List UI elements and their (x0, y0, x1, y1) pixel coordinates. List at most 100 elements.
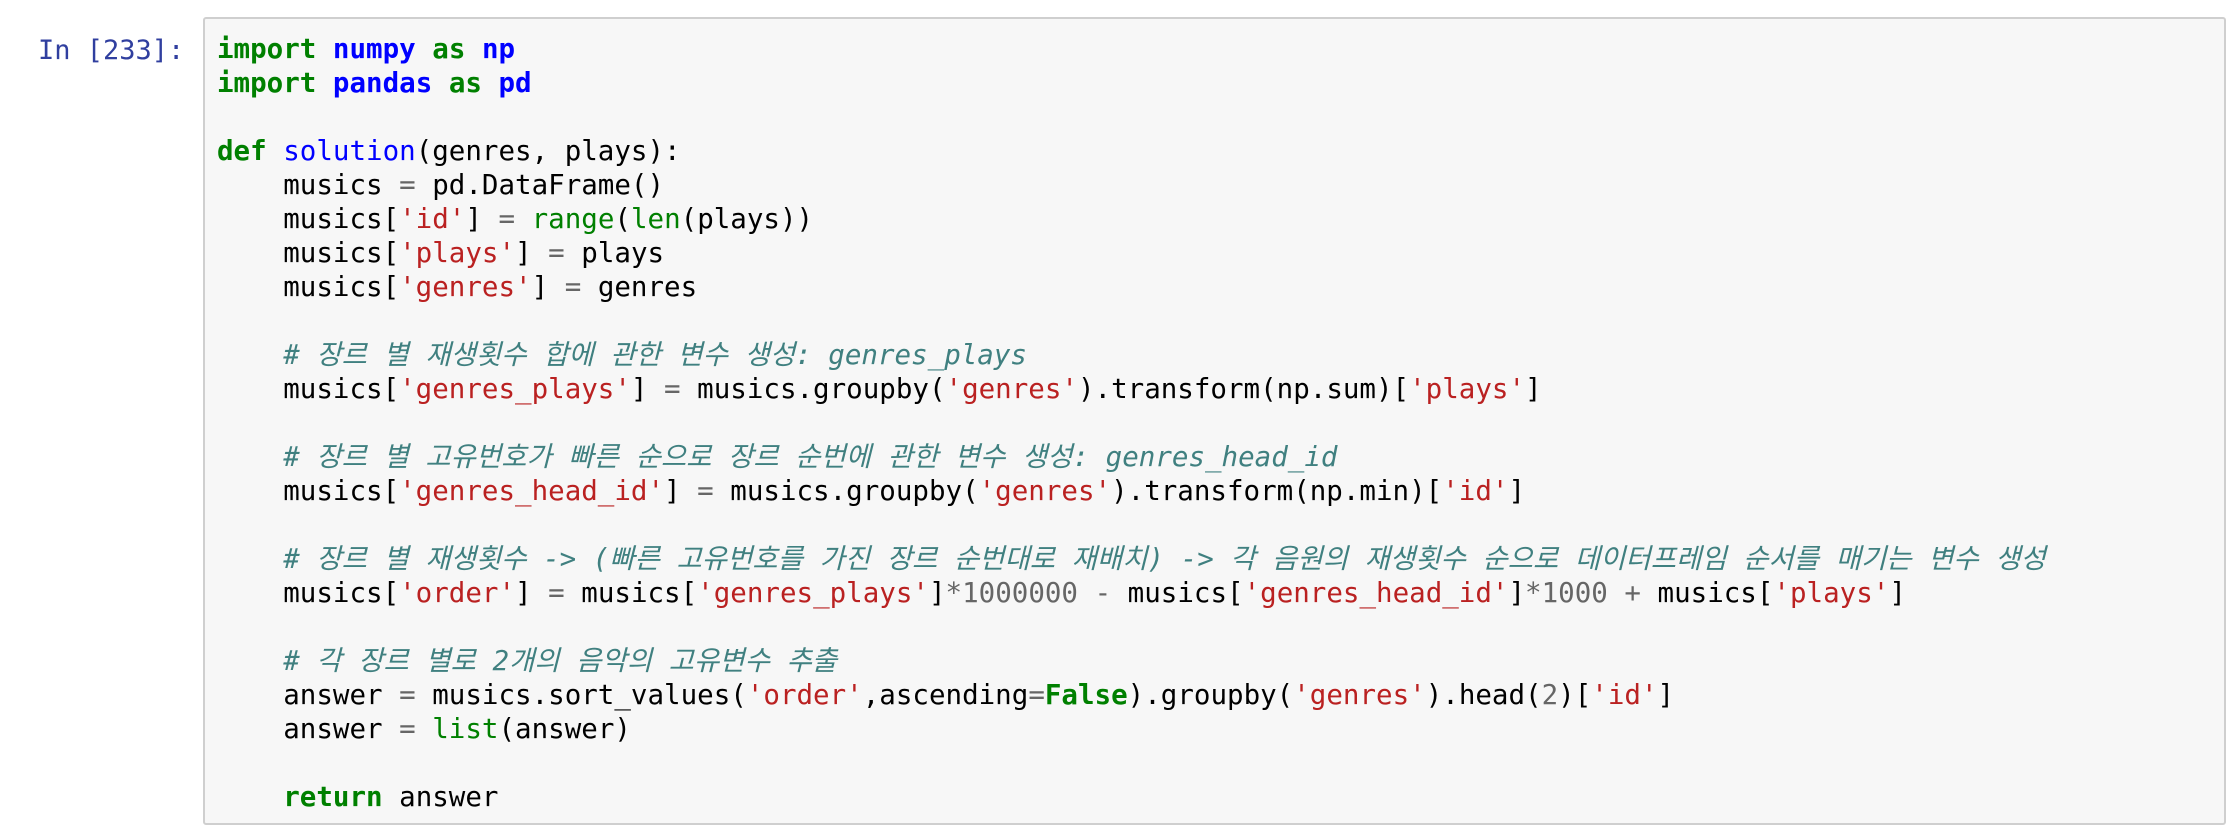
code-token: (genres, plays): (415, 135, 681, 167)
code-token: answer (217, 713, 400, 745)
code-token: = (697, 475, 714, 507)
code-token: 'order' (399, 577, 516, 609)
code-token: ).transform(np.min)[ (1111, 475, 1443, 507)
code-token: musics[ (217, 475, 400, 507)
code-token (217, 441, 283, 473)
code-line: # 각 장르 별로 2개의 음악의 고유변수 추출 (217, 644, 2046, 678)
code-token: answer (217, 679, 400, 711)
code-line: # 장르 별 고유번호가 빠른 순으로 장르 순번에 관한 변수 생성: gen… (217, 440, 2046, 474)
code-token: ] (928, 577, 946, 609)
code-line (217, 508, 2046, 542)
code-token: musics.groupby( (713, 475, 979, 507)
code-token (217, 543, 283, 575)
code-token: list (432, 713, 499, 745)
code-token: ] (465, 203, 499, 235)
code-token: 'order' (746, 679, 863, 711)
code-token (316, 67, 333, 99)
code-token: musics[ (217, 203, 400, 235)
code-token: ] (1508, 475, 1526, 507)
code-token: genres (581, 271, 698, 303)
code-token: 'genres' (978, 475, 1112, 507)
code-token: answer (382, 781, 499, 813)
code-token: 'genres_head_id' (399, 475, 665, 507)
code-token: as (432, 33, 466, 65)
code-token: musics[ (217, 373, 400, 405)
code-line: musics['plays'] = plays (217, 236, 2046, 270)
code-token: musics.groupby( (680, 373, 946, 405)
code-line (217, 304, 2046, 338)
code-token: ] (664, 475, 698, 507)
code-line: answer = musics.sort_values('order',asce… (217, 678, 2046, 712)
code-token: 'id' (1442, 475, 1509, 507)
code-token: 'id' (1591, 679, 1658, 711)
code-token: ] (1889, 577, 1906, 609)
code-token: np (481, 33, 516, 65)
code-token: 1000 (1541, 577, 1608, 609)
code-token (217, 645, 283, 677)
code-token: = (399, 679, 416, 711)
code-token: musics[ (1111, 577, 1244, 609)
code-token: 'genres_plays' (697, 577, 929, 609)
code-line (217, 100, 2046, 134)
code-line (217, 610, 2046, 644)
code-token: 'genres_plays' (399, 373, 631, 405)
code-token: musics[ (217, 237, 400, 269)
code-token: musics.sort_values( (415, 679, 747, 711)
code-token: len (630, 203, 681, 235)
code-line: def solution(genres, plays): (217, 134, 2046, 168)
code-token: = (399, 169, 416, 201)
code-token: * (945, 577, 963, 609)
code-token: 1000000 (962, 577, 1078, 609)
code-token: = (564, 271, 582, 303)
code-token (432, 67, 449, 99)
code-token: )[ (1558, 679, 1592, 711)
code-token: solution (283, 135, 416, 167)
code-token: (plays)) (680, 203, 814, 235)
code-token: 'id' (399, 203, 466, 235)
code-token: - (1094, 577, 1112, 609)
code-line: answer = list(answer) (217, 712, 2046, 746)
code-token (1608, 577, 1625, 609)
code-token: ).head( (1425, 679, 1542, 711)
code-token: 'genres' (1293, 679, 1426, 711)
code-token: * (1525, 577, 1542, 609)
input-prompt: In [233]: (38, 35, 185, 66)
code-token: ] (515, 577, 549, 609)
code-token: as (448, 67, 482, 99)
code-token: 'plays' (1409, 373, 1526, 405)
code-token (316, 33, 333, 65)
code-token: ] (1657, 679, 1675, 711)
code-token: pd.DataFrame() (415, 169, 665, 201)
code-token: = (664, 373, 681, 405)
code-token (1078, 577, 1095, 609)
code-line: import pandas as pd (217, 66, 2046, 100)
code-token: range (531, 203, 615, 235)
code-token: # 각 장르 별로 2개의 음악의 고유변수 추출 (283, 645, 838, 677)
code-token: ).transform(np.sum)[ (1077, 373, 1410, 405)
code-token: ).groupby( (1127, 679, 1294, 711)
code-token: + (1624, 577, 1641, 609)
code-line: musics['genres'] = genres (217, 270, 2046, 304)
code-token: return (283, 781, 383, 813)
code-token: musics[ (217, 577, 400, 609)
code-token: = (399, 713, 416, 745)
code-token: ] (1525, 373, 1542, 405)
code-token: (answer) (498, 713, 631, 745)
code-line (217, 406, 2046, 440)
code-token (465, 33, 482, 65)
code-token (416, 33, 433, 65)
code-token: ,ascending (862, 679, 1029, 711)
code-token (267, 135, 284, 167)
code-token: plays (564, 237, 665, 269)
code-line: musics = pd.DataFrame() (217, 168, 2046, 202)
code-token: = (1028, 679, 1045, 711)
code-line: musics['genres_head_id'] = musics.groupb… (217, 474, 2046, 508)
code-token: 'genres' (399, 271, 532, 303)
code-token: def (217, 135, 267, 167)
code-token (217, 781, 283, 813)
code-token: 2 (1541, 679, 1559, 711)
code-line: # 장르 별 재생횟수 합에 관한 변수 생성: genres_plays (217, 338, 2046, 372)
